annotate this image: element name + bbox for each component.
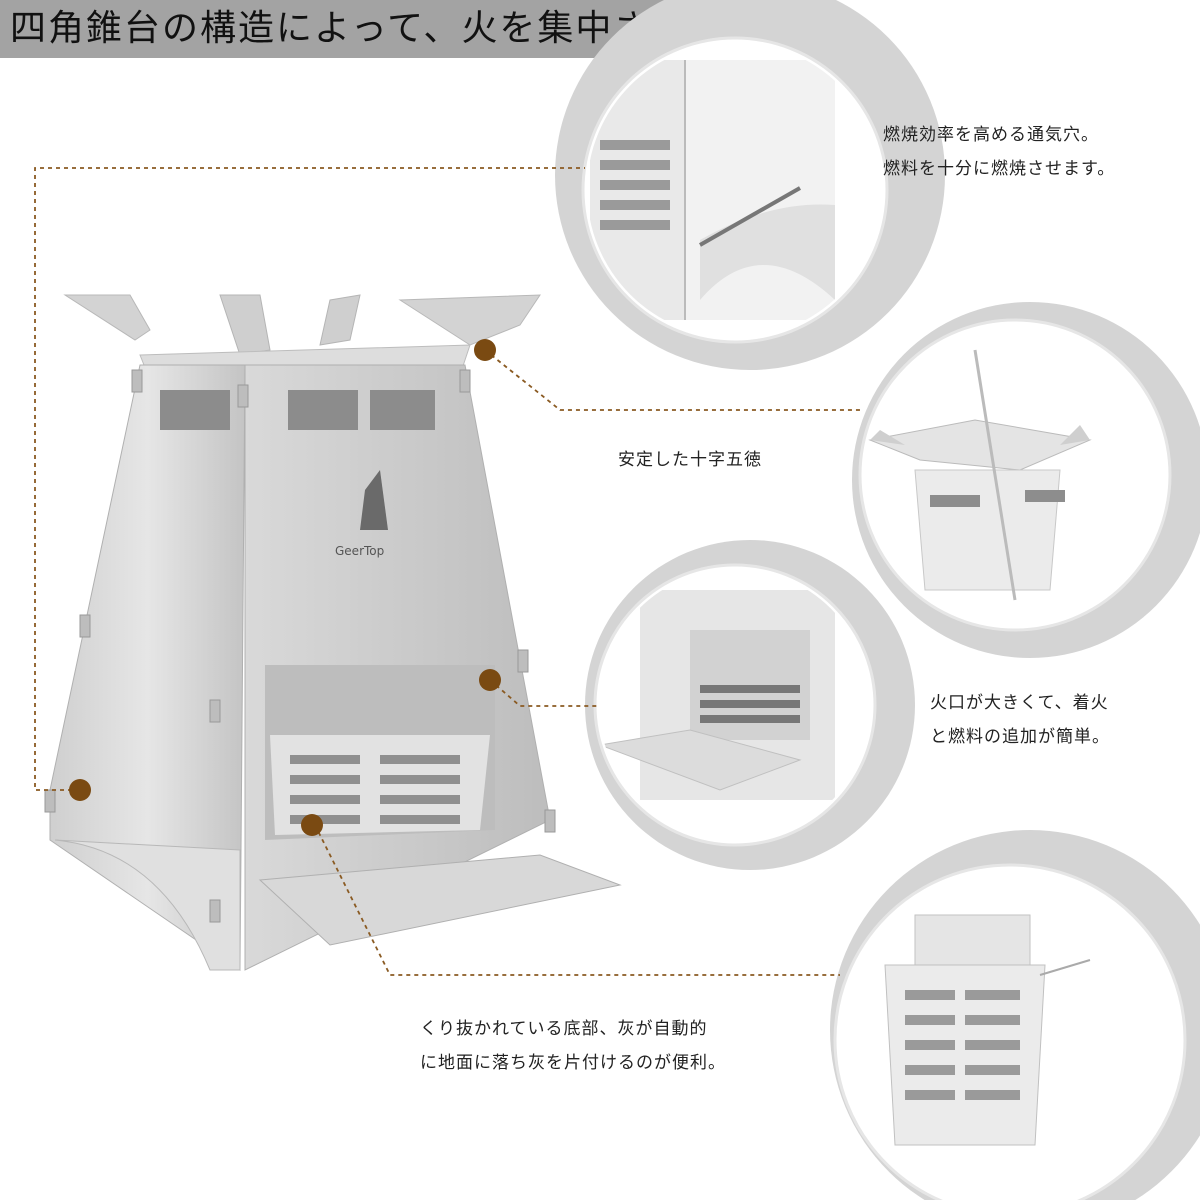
leader-lines — [34, 167, 860, 976]
leader-line-vents — [34, 167, 585, 791]
callout-bottom-line-2: に地面に落ち灰を片付けるのが便利。 — [420, 1053, 726, 1073]
detail-circle-vents — [581, 36, 889, 344]
callout-vents-line-1: 燃焼効率を高める通気穴。 — [883, 125, 1099, 145]
callout-opening-line-1: 火口が大きくて、着火 — [930, 693, 1109, 713]
callout-vents-line-2: 燃料を十分に燃焼させます。 — [883, 159, 1116, 179]
callout-bottom-line-1: くり抜かれている底部、灰が自動的 — [420, 1019, 708, 1039]
stove-main: GeerTop — [44, 294, 622, 971]
callout-vents: 燃焼効率を高める通気穴。 燃料を十分に燃焼させます。 — [883, 118, 1115, 186]
leader-line-bottom — [314, 824, 840, 976]
callout-bottom: くり抜かれている底部、灰が自動的 に地面に落ち灰を片付けるのが便利。 — [420, 1012, 726, 1080]
callout-opening: 火口が大きくて、着火 と燃料の追加が簡単。 — [930, 686, 1110, 754]
detail-circle-opening — [593, 563, 877, 847]
marker-trivet — [474, 339, 496, 361]
detail-circle-bottom — [833, 863, 1187, 1200]
leader-line-trivet — [484, 349, 860, 411]
marker-opening — [479, 669, 501, 691]
marker-vents — [69, 779, 91, 801]
brand-logo-text: GeerTop — [335, 544, 384, 558]
marker-bottom — [301, 814, 323, 836]
callout-trivet: 安定した十字五徳 — [618, 443, 762, 477]
callout-trivet-line-1: 安定した十字五徳 — [618, 450, 762, 470]
geertop-logo-icon — [360, 470, 388, 530]
callout-opening-line-2: と燃料の追加が簡単。 — [930, 727, 1110, 747]
detail-circle-trivet — [858, 318, 1172, 632]
markers — [69, 339, 501, 836]
